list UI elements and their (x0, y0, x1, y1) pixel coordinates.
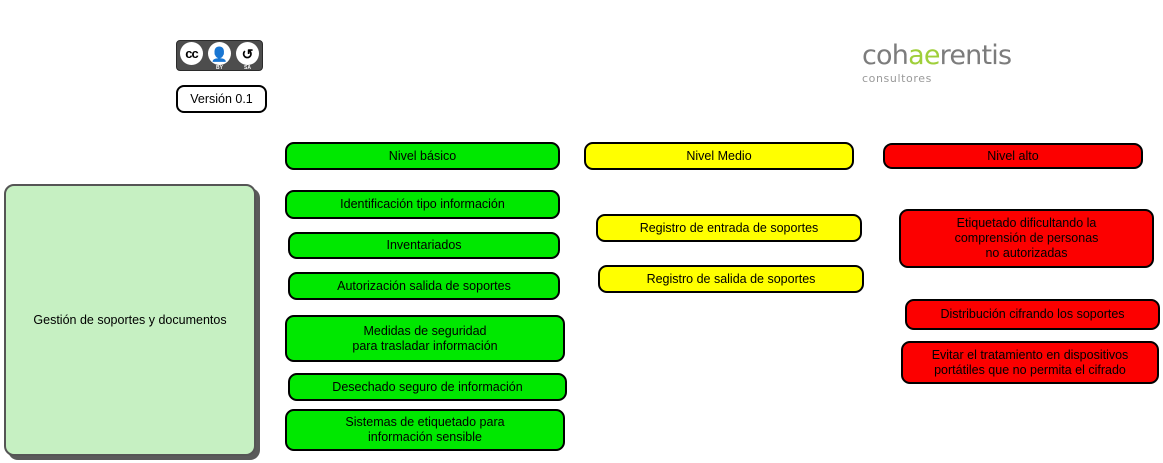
node-evitar-tratamiento-dispositivos-portatiles: Evitar el tratamiento en dispositivos po… (901, 341, 1159, 384)
node-desechado-seguro-informacion: Desechado seguro de información (288, 373, 567, 401)
topic-box-label: Gestión de soportes y documentos (33, 313, 227, 327)
node-medidas-seguridad-traslado: Medidas de seguridad para trasladar info… (285, 315, 565, 362)
node-registro-salida-soportes: Registro de salida de soportes (598, 265, 864, 293)
node-label: Nivel alto (987, 148, 1039, 163)
node-label: Autorización salida de soportes (337, 278, 511, 293)
node-label: Inventariados (386, 238, 462, 252)
cc-by-icon: 👤 BY (208, 41, 231, 71)
cc-logo-icon: cc (180, 42, 203, 65)
node-label: Evitar el tratamiento en dispositivos po… (931, 347, 1129, 377)
node-label: Sistemas de etiquetado para información … (345, 415, 505, 444)
cc-sa-label: SA (244, 65, 251, 71)
topic-box-gestion-soportes: Gestión de soportes y documentos (4, 184, 256, 456)
node-label: Etiquetado dificultando la comprensión d… (954, 216, 1099, 260)
node-distribucion-cifrando-soportes: Distribución cifrando los soportes (905, 299, 1160, 330)
column-header-nivel-alto: Nivel alto (883, 143, 1143, 169)
node-label: Distribución cifrando los soportes (940, 307, 1125, 321)
node-label: Registro de salida de soportes (646, 271, 816, 286)
cc-mark-icon: cc (180, 41, 203, 70)
node-etiquetado-dificultando-comprension: Etiquetado dificultando la comprensión d… (899, 209, 1154, 268)
company-logo: cohaerentis consultores (862, 42, 1062, 85)
node-inventariados: Inventariados (288, 232, 560, 259)
node-autorizacion-salida-soportes: Autorización salida de soportes (288, 272, 560, 300)
creative-commons-badge: cc 👤 BY ↺ SA (176, 40, 263, 71)
node-label: Medidas de seguridad para trasladar info… (352, 323, 498, 353)
logo-wordmark: cohaerentis (862, 42, 1062, 69)
logo-part1: coh (862, 40, 909, 71)
node-label: Desechado seguro de información (332, 379, 523, 394)
logo-highlight: ae (908, 40, 940, 71)
logo-part2: rentis (939, 40, 1012, 71)
cc-share-alike-icon: ↺ (236, 42, 259, 65)
node-label: Nivel básico (388, 148, 457, 163)
cc-by-label: BY (216, 65, 223, 71)
cc-sa-icon: ↺ SA (236, 41, 259, 71)
cc-person-icon: 👤 (208, 42, 231, 65)
column-header-nivel-basico: Nivel básico (285, 142, 560, 170)
column-header-nivel-medio: Nivel Medio (584, 142, 854, 170)
version-label: Versión 0.1 (176, 85, 267, 113)
logo-tagline: consultores (862, 72, 932, 85)
node-sistemas-etiquetado-informacion-sensible: Sistemas de etiquetado para información … (285, 409, 565, 451)
node-registro-entrada-soportes: Registro de entrada de soportes (596, 214, 862, 242)
version-text: Versión 0.1 (190, 92, 253, 106)
node-label: Nivel Medio (686, 148, 752, 163)
node-label: Identificación tipo información (340, 197, 505, 211)
node-label: Registro de entrada de soportes (639, 220, 819, 235)
node-identificacion-tipo-informacion: Identificación tipo información (285, 190, 560, 219)
